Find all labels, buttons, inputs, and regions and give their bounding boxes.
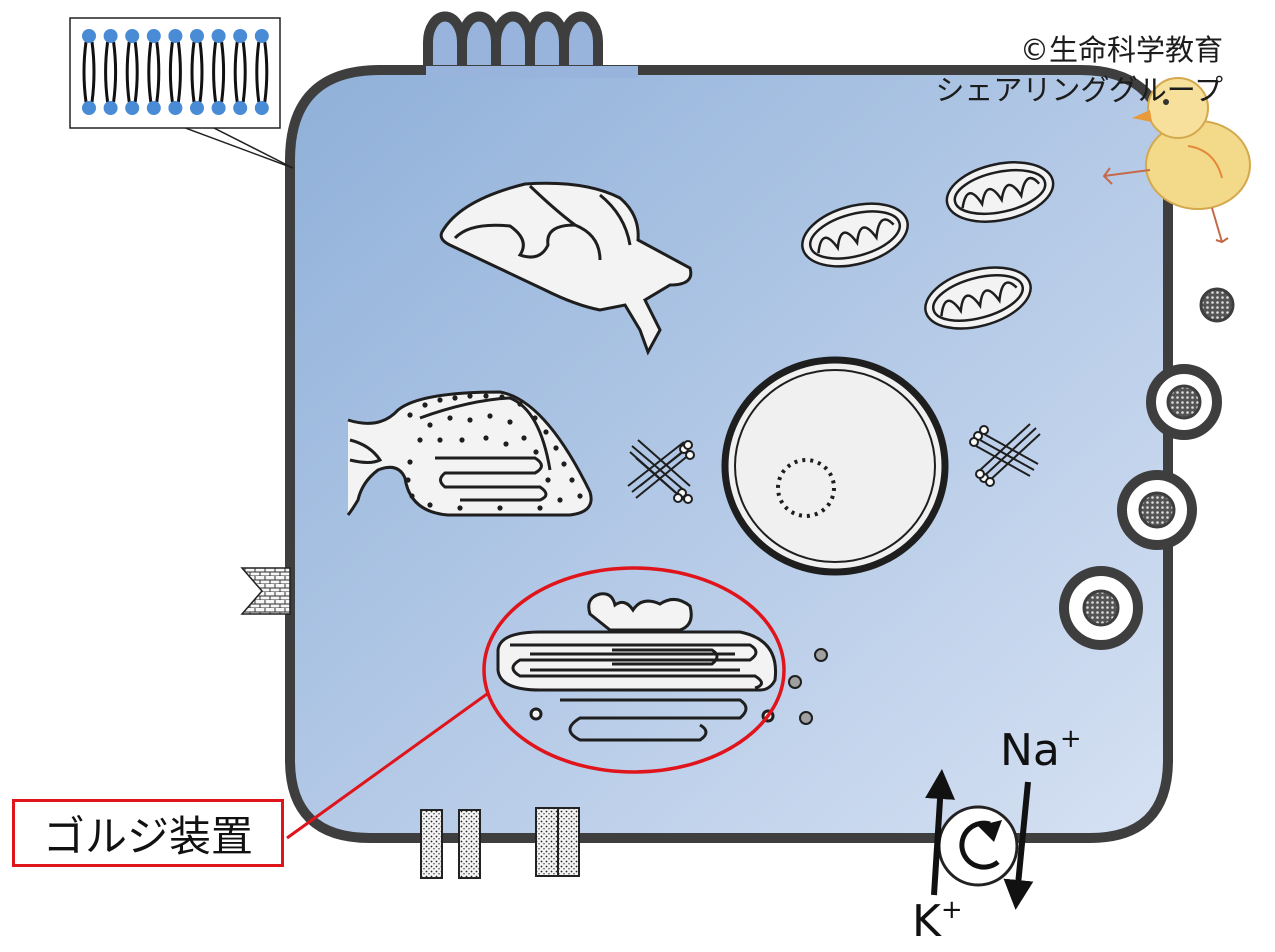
ribosome bbox=[543, 429, 549, 435]
ribosome bbox=[409, 493, 415, 499]
potassium-symbol: K bbox=[912, 896, 941, 947]
lipid-head bbox=[190, 101, 204, 115]
lipid-head bbox=[103, 29, 118, 43]
ribosome bbox=[457, 505, 463, 511]
ribosome bbox=[497, 505, 503, 511]
ribosome bbox=[521, 435, 527, 441]
lipid-tails bbox=[82, 41, 96, 103]
secretory-vesicles bbox=[788, 648, 828, 725]
ribosome bbox=[459, 437, 465, 443]
lipid-head bbox=[168, 29, 183, 43]
potassium-arrow bbox=[925, 769, 956, 896]
ribosome bbox=[407, 459, 413, 465]
lipid-head bbox=[82, 29, 96, 43]
lipid-head bbox=[233, 101, 248, 115]
ribosome bbox=[467, 417, 473, 423]
membrane-receptor bbox=[240, 567, 291, 615]
nucleolus bbox=[776, 458, 836, 518]
lipid-head bbox=[233, 29, 248, 43]
sodium-symbol: Na bbox=[1000, 725, 1060, 776]
chick-mascot-icon bbox=[1102, 77, 1251, 244]
golgi-label-text: ゴルジ装置 bbox=[42, 811, 253, 861]
microvilli bbox=[423, 11, 603, 85]
ribosome bbox=[422, 402, 428, 408]
ribosome bbox=[437, 437, 443, 443]
lipid-tails bbox=[233, 41, 247, 103]
lipid-head bbox=[211, 101, 226, 115]
nucleus bbox=[721, 356, 949, 576]
membrane-vesicles bbox=[1059, 287, 1235, 650]
lipid-head bbox=[254, 29, 269, 43]
ribosome bbox=[417, 437, 423, 443]
lipid-tails bbox=[147, 41, 161, 103]
ribosome bbox=[561, 461, 567, 467]
ribosome bbox=[569, 477, 575, 483]
lipid-head bbox=[168, 101, 183, 115]
ribosome bbox=[452, 395, 458, 401]
golgi-highlight-ring bbox=[482, 566, 786, 774]
lipid-tails bbox=[255, 41, 269, 103]
credit-line-1: ©生命科学教育 bbox=[1019, 33, 1223, 67]
lipid-head bbox=[254, 101, 269, 115]
golgi-apparatus bbox=[496, 592, 778, 742]
sodium-ion-label: Na+ bbox=[1000, 724, 1082, 776]
mitochondria bbox=[801, 161, 1055, 330]
ribosome bbox=[553, 445, 559, 451]
ribosome bbox=[557, 497, 563, 503]
sodium-potassium-pump bbox=[925, 769, 1034, 910]
phospholipids bbox=[82, 29, 269, 115]
ribosome bbox=[532, 415, 538, 421]
ribosome bbox=[437, 397, 443, 403]
lipid-tails bbox=[125, 41, 139, 103]
lipid-head bbox=[82, 101, 96, 115]
lipid-tails bbox=[190, 41, 204, 103]
ribosome bbox=[483, 435, 489, 441]
lipid-head bbox=[103, 101, 118, 115]
lipid-head bbox=[125, 29, 140, 43]
lipid-tails bbox=[168, 41, 182, 103]
rough-er bbox=[346, 390, 593, 517]
sodium-charge: + bbox=[1059, 724, 1082, 754]
lipid-bilayer-callout bbox=[69, 17, 294, 169]
ribosome bbox=[427, 422, 433, 428]
ribosome bbox=[545, 477, 551, 483]
ribosome bbox=[427, 502, 433, 508]
credit-line-2: シェアリンググループ bbox=[935, 73, 1223, 107]
label-leader-line bbox=[286, 692, 488, 840]
centriole-right bbox=[969, 423, 1041, 487]
lipid-tails bbox=[212, 41, 226, 103]
copyright-credit: ©生命科学教育 シェアリンググループ bbox=[935, 30, 1223, 110]
lipid-head bbox=[190, 29, 204, 43]
lipid-head bbox=[125, 101, 140, 115]
ribosome bbox=[533, 449, 539, 455]
ribosome bbox=[577, 493, 583, 499]
centriole-left bbox=[627, 439, 695, 504]
ribosome bbox=[499, 394, 505, 400]
potassium-charge: + bbox=[940, 895, 963, 925]
ribosome bbox=[405, 477, 411, 483]
ribosome bbox=[517, 401, 523, 407]
ribosome bbox=[507, 419, 513, 425]
lipid-head bbox=[146, 101, 161, 115]
lipid-head bbox=[211, 29, 226, 43]
smooth-er bbox=[439, 181, 693, 356]
ribosome bbox=[467, 393, 473, 399]
golgi-label: ゴルジ装置 bbox=[12, 799, 284, 867]
sodium-arrow bbox=[1003, 781, 1034, 910]
ribosome bbox=[537, 505, 543, 511]
potassium-ion-label: K+ bbox=[912, 895, 963, 947]
lipid-tails bbox=[104, 41, 118, 103]
ribosome bbox=[447, 415, 453, 421]
ribosome bbox=[483, 393, 489, 399]
ribosome bbox=[503, 441, 509, 447]
channel-proteins bbox=[420, 807, 580, 879]
lipid-head bbox=[146, 29, 161, 43]
ribosome bbox=[407, 412, 413, 418]
ribosome bbox=[487, 413, 493, 419]
